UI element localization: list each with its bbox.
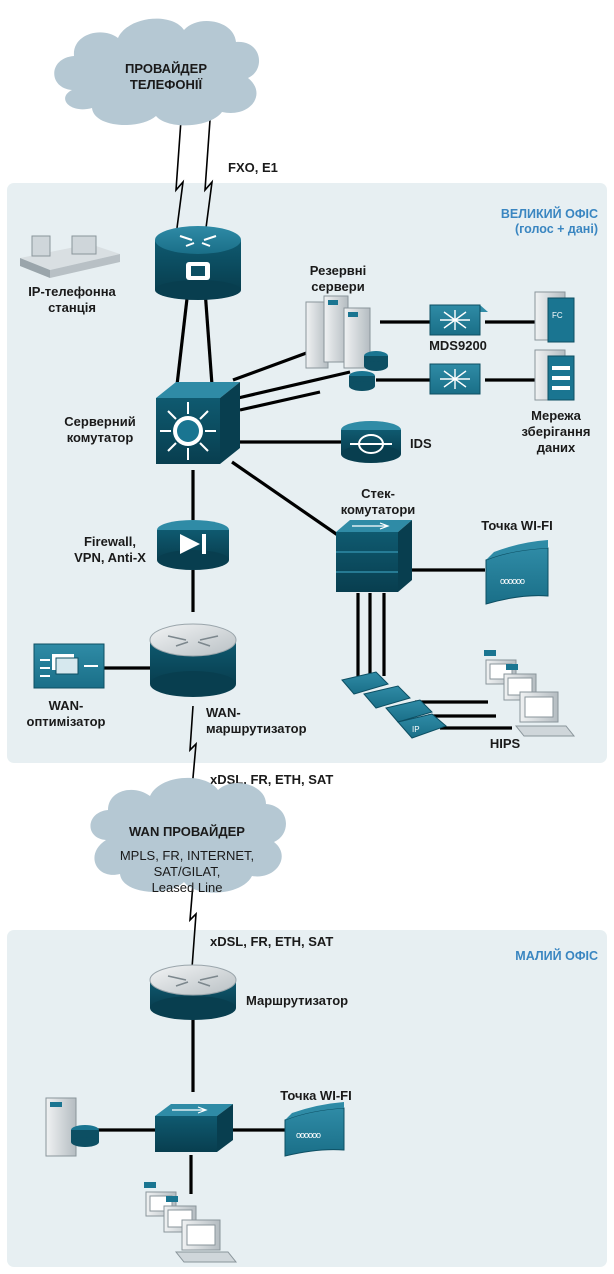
server-icon xyxy=(45,1097,99,1157)
router-icon xyxy=(149,623,237,697)
router-icon xyxy=(149,964,237,1020)
cloud-icon xyxy=(54,18,260,126)
wifi-access-point: Точка WI-FI oooooo xyxy=(481,518,553,605)
workstation-icon xyxy=(484,650,576,737)
wan-router-label-line2: маршрутизатор xyxy=(206,721,307,736)
ids-label: IDS xyxy=(410,436,432,451)
mds-label: MDS9200 xyxy=(429,338,487,353)
ip-phone-icon: IP xyxy=(341,671,447,739)
wan-cloud-line2: MPLS, FR, INTERNET, xyxy=(120,848,254,863)
wan-optimizer-label-line1: WAN- xyxy=(49,698,84,713)
stack-label-line1: Стек- xyxy=(361,486,395,501)
server-icon xyxy=(305,295,388,391)
backup-label-line1: Резервні xyxy=(310,263,367,278)
pbx-label-line2: станція xyxy=(48,300,96,315)
mds-switches: MDS9200 xyxy=(429,304,488,395)
wan-optimizer-icon xyxy=(33,643,105,689)
svg-text:FC: FC xyxy=(552,311,563,320)
hips-label: HIPS xyxy=(490,736,521,751)
ip-pbx: IP-телефонна станція xyxy=(20,235,120,315)
ids-icon xyxy=(341,421,401,463)
firewall-icon xyxy=(157,520,229,570)
svg-text:oooooo: oooooo xyxy=(296,1130,321,1140)
core-switch-label-line1: Серверний xyxy=(64,414,135,429)
wan-optimizer-label-line2: оптимізатор xyxy=(27,714,106,729)
link-label-top: FXO, E1 xyxy=(228,160,278,175)
wifi-label: Точка WI-FI xyxy=(481,518,552,533)
core-switch: Серверний комутатор xyxy=(64,382,240,464)
cloud-title-line2: ТЕЛЕФОНІЇ xyxy=(130,77,203,92)
storage-label-line2: зберігання xyxy=(522,424,591,439)
storage-label-line3: даних xyxy=(537,440,576,455)
multilayer-switch-icon xyxy=(156,382,240,464)
stack-switch-icon xyxy=(336,520,412,592)
small-router-label: Маршрутизатор xyxy=(246,993,348,1008)
core-switch-label-line2: комутатор xyxy=(67,430,134,445)
wan-router: WAN- маршрутизатор xyxy=(149,623,307,736)
storage-array-icon: FC xyxy=(534,291,575,343)
wan-cloud-line4: Leased Line xyxy=(152,880,223,895)
voice-router-icon xyxy=(155,226,241,300)
big-office-title: ВЕЛИКИЙ ОФІС xyxy=(501,206,598,221)
firewall: Firewall, VPN, Anti-X xyxy=(74,520,229,570)
pbx-label-line1: IP-телефонна xyxy=(28,284,116,299)
wan-links xyxy=(189,705,197,969)
wan-provider-cloud: WAN ПРОВАЙДЕР MPLS, FR, INTERNET, SAT/GI… xyxy=(90,777,286,895)
small-office-server xyxy=(45,1097,99,1157)
stack-switches: Стек- комутатори xyxy=(336,486,415,592)
cloud-icon xyxy=(90,777,286,893)
small-office-wifi: Точка WI-FI oooooo xyxy=(280,1088,352,1157)
telephony-provider-cloud: ПРОВАЙДЕР ТЕЛЕФОНІЇ xyxy=(54,18,260,126)
connections xyxy=(98,119,535,1194)
ids: IDS xyxy=(341,421,432,463)
link-label-bottom: xDSL, FR, ETH, SAT xyxy=(210,934,333,949)
big-office-subtitle: (голос + дані) xyxy=(515,222,598,236)
svg-text:oooooo: oooooo xyxy=(500,576,525,586)
ip-phones: IP xyxy=(341,671,447,739)
access-point-icon: oooooo xyxy=(485,540,549,605)
ip-pbx-icon xyxy=(20,235,120,278)
storage-label-line1: Мережа xyxy=(531,408,581,423)
small-wifi-label: Точка WI-FI xyxy=(280,1088,351,1103)
small-office-workstations xyxy=(144,1182,238,1263)
voice-router xyxy=(155,226,241,300)
mds-switch-icon xyxy=(429,363,481,395)
small-office-router: Маршрутизатор xyxy=(149,964,348,1020)
firewall-label-line1: Firewall, xyxy=(84,534,136,549)
stack-switch-icon xyxy=(155,1104,233,1152)
small-office-switch xyxy=(155,1104,233,1152)
hips-workstations: HIPS xyxy=(484,650,576,751)
workstation-icon xyxy=(144,1182,238,1263)
access-point-icon: oooooo xyxy=(284,1102,345,1157)
storage-array-icon xyxy=(534,349,575,401)
storage-network: FC Мережа зберігання даних xyxy=(522,291,591,455)
wan-router-label-line1: WAN- xyxy=(206,705,241,720)
cloud-title-line1: ПРОВАЙДЕР xyxy=(125,61,207,76)
svg-text:IP: IP xyxy=(412,725,420,734)
wan-cloud-title: WAN ПРОВАЙДЕР xyxy=(129,824,245,839)
mds-switch-icon xyxy=(429,304,488,336)
small-office-title: МАЛИЙ ОФІС xyxy=(515,948,598,963)
wan-cloud-line3: SAT/GILAT, xyxy=(154,864,221,879)
wan-optimizer: WAN- оптимізатор xyxy=(27,643,106,729)
backup-label-line2: сервери xyxy=(311,279,364,294)
backup-servers: Резервні сервери xyxy=(305,263,388,391)
stack-label-line2: комутатори xyxy=(341,502,416,517)
firewall-label-line2: VPN, Anti-X xyxy=(74,550,146,565)
